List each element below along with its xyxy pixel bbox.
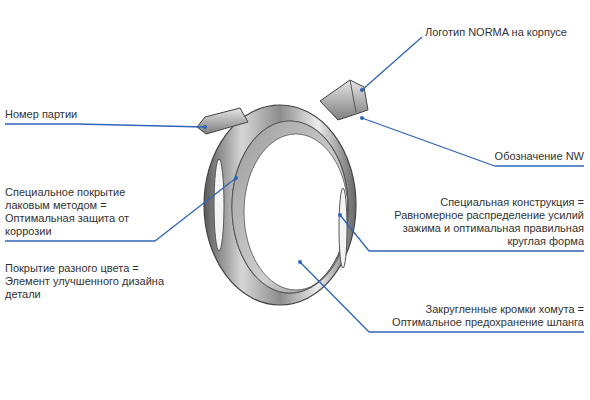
leader-line [5, 240, 155, 241]
callout-label: Номер партии [5, 108, 77, 121]
callout-label: Покрытие разного цвета = Элемент улучшен… [5, 262, 170, 301]
clamp-tab [320, 80, 368, 120]
callout-label: Специальное покрытие лаковым методом = О… [5, 186, 155, 238]
leader-line [369, 250, 584, 251]
callout-label: Закругленные кромки хомута = Оптимальное… [369, 303, 584, 329]
callout-label: Логотип NORMA на корпусе [425, 26, 567, 39]
leader-dot [234, 176, 238, 180]
leader-line [5, 123, 77, 124]
leader-line [369, 331, 584, 332]
leader-dot [360, 116, 364, 120]
leader-line [495, 165, 584, 166]
leader-dot [338, 213, 342, 217]
leader-line [362, 37, 422, 90]
leader-line [77, 124, 205, 127]
leader-dot [203, 125, 207, 129]
clamp-tab [197, 108, 248, 134]
callout-label: Обозначение NW [495, 150, 584, 163]
clamp-slot [214, 159, 224, 251]
clamp-slot [339, 188, 347, 268]
leader-dot [360, 88, 364, 92]
clamp-inner-surface [232, 121, 348, 293]
leader-line [362, 118, 495, 166]
leader-dot [298, 260, 302, 264]
leader-line [340, 215, 369, 251]
callout-label: Специальная конструкция = Равномерное ра… [369, 196, 584, 248]
clamp-ring [204, 105, 356, 305]
leader-line [155, 178, 236, 241]
clamp-edge [350, 80, 356, 112]
leader-line [300, 262, 369, 332]
